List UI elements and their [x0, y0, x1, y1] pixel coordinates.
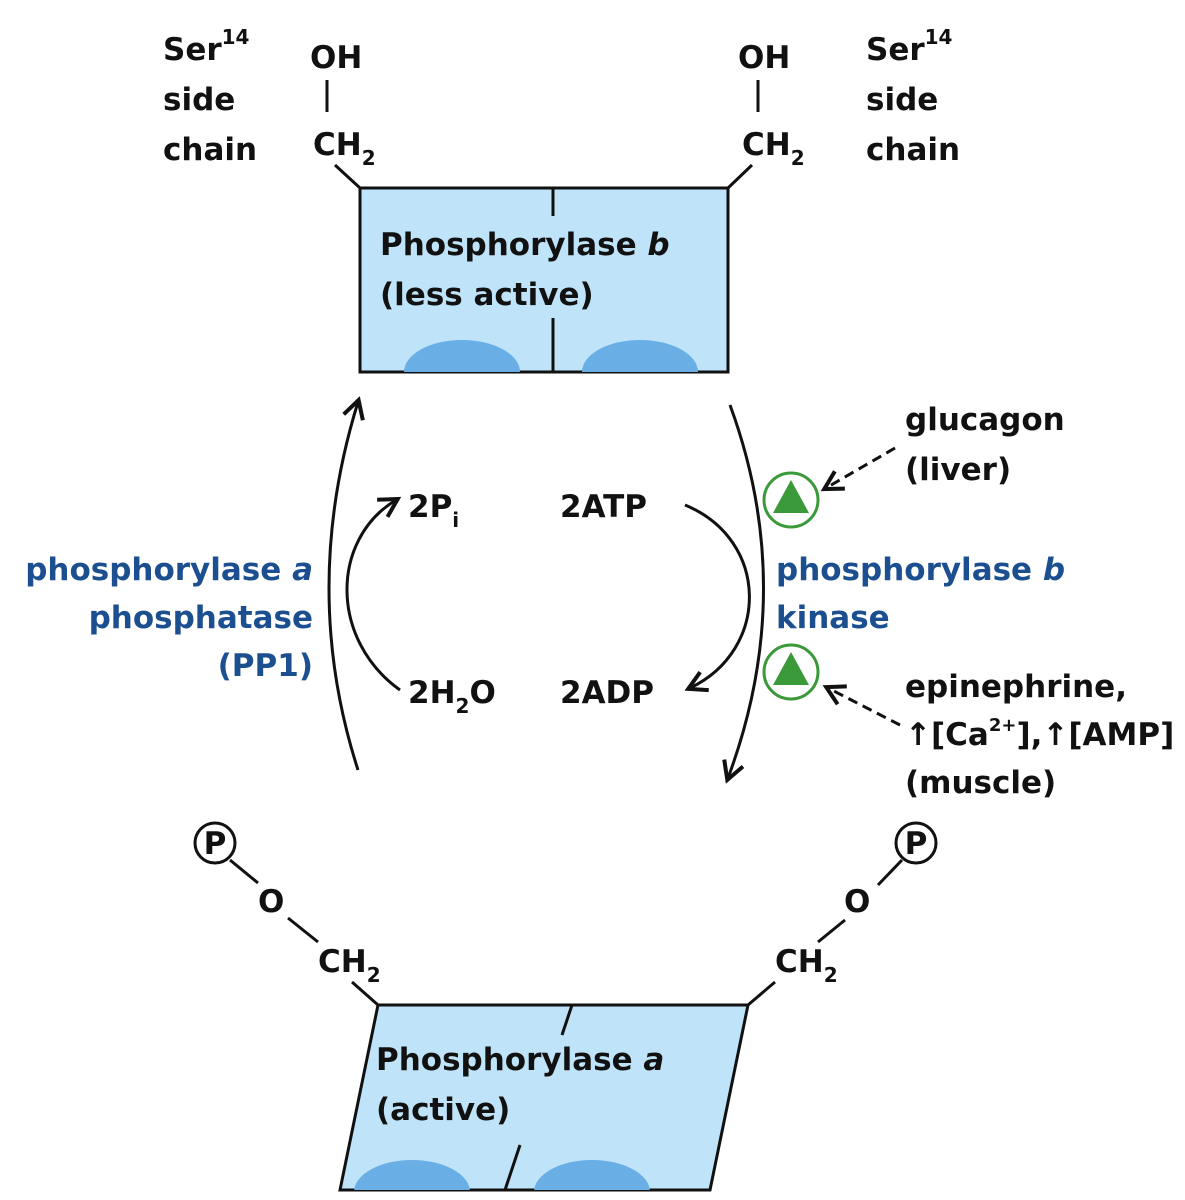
ser14-right-line2: side: [866, 82, 938, 118]
bond-ch2-box-right: [726, 163, 754, 190]
subunit-divider-bottom-top: [560, 1004, 574, 1036]
phosphorylase-b-box: Phosphorylase b (less active): [358, 186, 730, 374]
ser14-right-line3: chain: [866, 132, 960, 168]
atp-to-adp-arrow: [684, 503, 751, 688]
muscle-label: (muscle): [905, 765, 1056, 801]
active-site-bottom-left: [354, 1160, 470, 1190]
active-site-right: [582, 340, 698, 372]
subunit-divider-bottom-lower: [503, 1144, 522, 1191]
muscle-dashed-arrow: [828, 688, 901, 727]
ch2-right: CH2: [742, 127, 805, 170]
pi-label: 2Pi: [408, 489, 459, 532]
active-site-bottom-right: [534, 1160, 650, 1190]
phosphorylase-a-state: (active): [376, 1092, 510, 1128]
kinase-line1: phosphorylase b: [776, 552, 1065, 588]
oxygen-right: O: [844, 884, 870, 920]
bond-ch2-box-bottom-left: [351, 980, 379, 1007]
oh-right: OH: [738, 40, 790, 76]
ch2-bottom-right: CH2: [775, 944, 838, 987]
ch2-left: CH2: [313, 127, 376, 170]
epinephrine-label: epinephrine,: [905, 669, 1127, 705]
dephosphorylation-arrow: [327, 402, 358, 771]
phosphatase-line2: phosphatase: [89, 600, 313, 636]
activation-symbol-glucagon: [762, 471, 820, 529]
water-label: 2H2O: [408, 675, 496, 718]
water-to-pi-arrow: [345, 500, 400, 692]
phosphatase-line1: phosphorylase a: [25, 552, 313, 588]
calcium-amp-label: ↑[Ca2+],↑[AMP]: [905, 715, 1174, 753]
glucagon-label: glucagon: [905, 402, 1065, 438]
liver-label: (liver): [905, 452, 1011, 488]
phosphorylation-arrow: [728, 404, 765, 778]
ch2-bottom-left: CH2: [318, 944, 381, 987]
ser14-left-line3: chain: [163, 132, 257, 168]
adp-label: 2ADP: [560, 675, 654, 711]
atp-label: 2ATP: [560, 489, 647, 525]
bond-o-ch2-left: [287, 916, 319, 944]
bond-ch2-box-left: [333, 163, 362, 190]
phosphorylase-a-name: Phosphorylase a: [376, 1042, 664, 1078]
phosphorylase-b-name: Phosphorylase b: [380, 227, 670, 263]
phosphate-left: P: [193, 821, 237, 865]
phosphatase-line3: (PP1): [218, 648, 313, 684]
oh-left: OH: [310, 40, 362, 76]
activation-symbol-muscle: [762, 643, 820, 701]
ser14-right-line1: Ser14: [866, 25, 952, 68]
phosphorylase-b-state: (less active): [380, 277, 594, 313]
oxygen-left: O: [258, 884, 284, 920]
svg-text:P: P: [905, 826, 928, 862]
kinase-line2: kinase: [776, 600, 890, 636]
bond-o-ch2-right: [817, 918, 846, 944]
phosphate-right: P: [894, 821, 938, 865]
ser14-left-line2: side: [163, 82, 235, 118]
active-site-left: [404, 340, 520, 372]
svg-text:P: P: [204, 826, 227, 862]
ser14-left-line1: Ser14: [163, 25, 249, 68]
phosphorylase-a-box: Phosphorylase a (active): [338, 1003, 750, 1192]
glucagon-dashed-arrow: [826, 446, 896, 488]
bond-p-o-right: [876, 858, 904, 887]
bond-ch2-box-bottom-right: [747, 980, 776, 1007]
bond-p-o-left: [229, 858, 259, 885]
